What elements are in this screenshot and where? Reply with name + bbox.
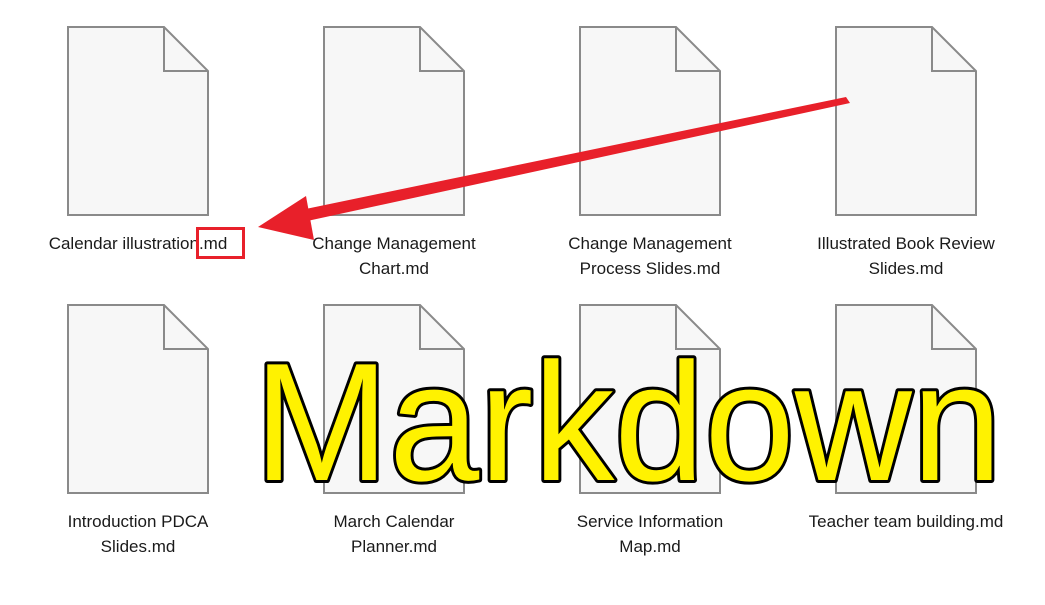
blank-document-icon [323, 26, 465, 216]
file-name: Illustrated Book Review Slides.md [796, 231, 1016, 281]
file-name-line1: Change Management [312, 234, 476, 253]
file-name-line1: Illustrated Book Review [817, 234, 995, 253]
blank-document-icon [835, 26, 977, 216]
file-name-line2: Planner.md [351, 537, 437, 556]
file-name-line2: Slides.md [868, 259, 944, 278]
file-name-line1: Calendar illustration.md [48, 234, 228, 253]
file-name-line2: Slides.md [100, 537, 176, 556]
md-extension-highlight-box [196, 227, 245, 259]
file-name-line1: Introduction PDCA [67, 512, 209, 531]
file-name-line1: March Calendar [333, 512, 455, 531]
arrow-shaft [296, 97, 850, 223]
file-name-line1: Teacher team building.md [808, 512, 1004, 531]
blank-document-icon [67, 26, 209, 216]
file-name: March Calendar Planner.md [284, 509, 504, 559]
file-name: Introduction PDCA Slides.md [28, 509, 248, 559]
file-name-line2: Process Slides.md [579, 259, 721, 278]
blank-document-icon [579, 304, 721, 494]
file-name: Change Management Process Slides.md [540, 231, 760, 281]
file-name-line2: Map.md [619, 537, 681, 556]
markdown-overlay-label: Markdown [254, 328, 1002, 516]
file-name: Teacher team building.md [796, 509, 1016, 534]
file-name-line2: Chart.md [359, 259, 429, 278]
blank-document-icon [67, 304, 209, 494]
arrow-head [258, 196, 314, 240]
blank-document-icon [323, 304, 465, 494]
blank-document-icon [835, 304, 977, 494]
file-name-line1: Service Information [576, 512, 724, 531]
blank-document-icon [579, 26, 721, 216]
file-name: Change Management Chart.md [284, 231, 504, 281]
file-name: Calendar illustration.md [28, 231, 248, 256]
file-name-line1: Change Management [568, 234, 732, 253]
file-name: Service Information Map.md [540, 509, 760, 559]
